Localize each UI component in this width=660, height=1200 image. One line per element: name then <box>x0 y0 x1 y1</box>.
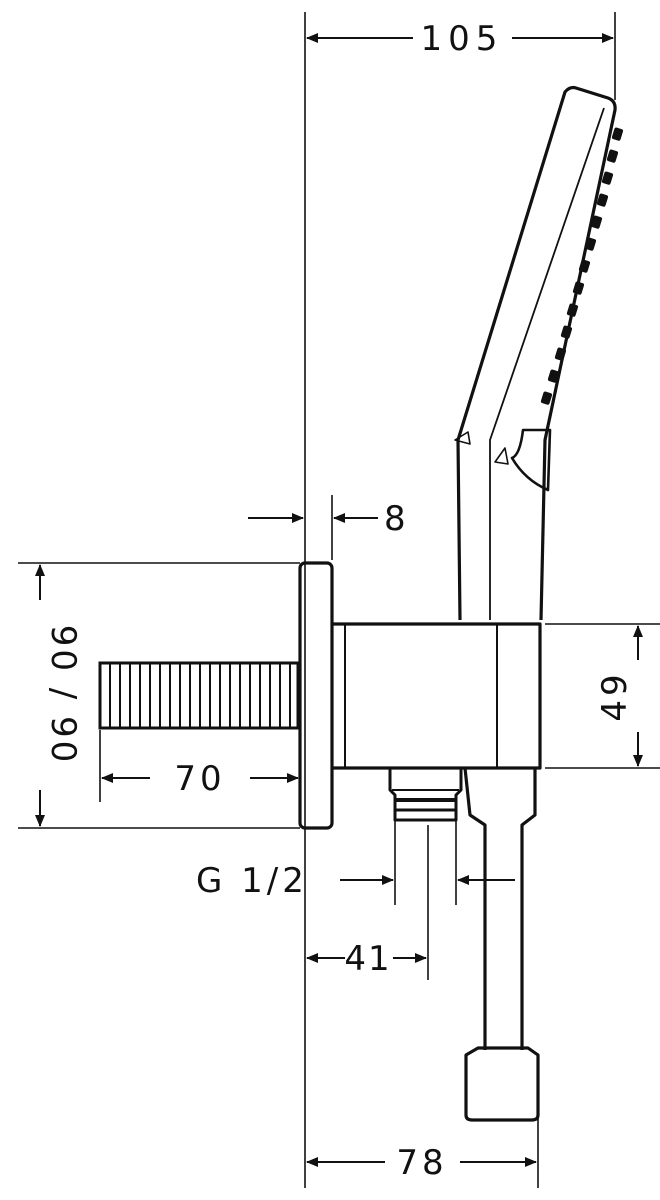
dim-text-49: 49 <box>595 670 635 721</box>
dim-text-thread: G 1/2 <box>196 861 308 901</box>
dimension-90-90: 90 / 90 <box>35 564 83 827</box>
extension-lines <box>18 12 660 1188</box>
threaded-stub <box>98 661 300 730</box>
dimension-8: 8 <box>248 499 406 539</box>
dim-text-70: 70 <box>174 759 225 799</box>
dimension-78: 78 <box>306 1143 537 1183</box>
outlet-thread <box>388 768 463 822</box>
hose <box>463 767 540 1122</box>
dimension-70: 70 <box>101 759 299 799</box>
dim-text-78: 78 <box>396 1143 447 1183</box>
dim-text-90-90: 90 / 90 <box>43 625 83 766</box>
dim-text-41: 41 <box>344 939 391 979</box>
dim-text-105: 105 <box>421 19 504 59</box>
dim-text-8: 8 <box>384 499 406 539</box>
spray-nozzles <box>540 127 624 405</box>
dimension-thread: G 1/2 <box>196 861 515 901</box>
hand-shower <box>454 85 617 621</box>
dimension-49: 49 <box>595 625 643 767</box>
dimension-105: 105 <box>306 19 614 59</box>
wall-outlet <box>298 561 542 830</box>
dimension-41: 41 <box>306 939 427 979</box>
